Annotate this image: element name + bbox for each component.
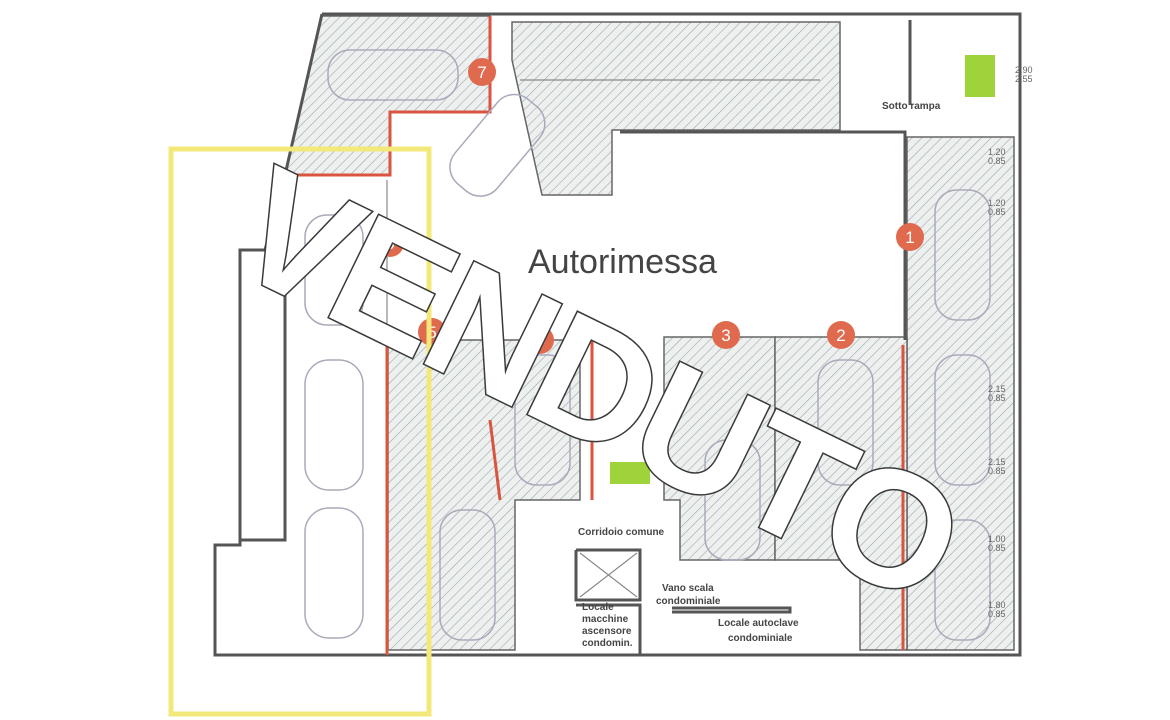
lift-cross-2 <box>579 552 638 598</box>
slot-marker-3: 3 <box>712 321 740 349</box>
svg-text:0.85: 0.85 <box>988 156 1006 166</box>
slot-marker-4: 4 <box>526 326 554 354</box>
green-marker <box>965 55 995 97</box>
svg-text:6: 6 <box>385 234 394 253</box>
label-vano-scala-1: Vano scala <box>662 583 714 594</box>
svg-text:7: 7 <box>477 63 486 82</box>
dimension-labels: 2.902.55 1.200.85 1.200.85 2.150.85 2.15… <box>988 65 1033 619</box>
svg-text:2.55: 2.55 <box>1015 74 1033 84</box>
label-corridoio: Corridoio comune <box>578 527 665 538</box>
slot-marker-6: 6 <box>376 229 404 257</box>
svg-text:5: 5 <box>427 323 436 342</box>
svg-text:1.00: 1.00 <box>988 534 1006 544</box>
svg-text:1.80: 1.80 <box>988 600 1006 610</box>
slot-boundary <box>488 419 502 501</box>
slot-marker-1: 1 <box>896 223 924 251</box>
svg-text:1: 1 <box>905 228 914 247</box>
autoclave-wall <box>672 606 792 614</box>
svg-text:3: 3 <box>721 326 730 345</box>
label-autoclave-1: Locale autoclave <box>718 618 799 629</box>
svg-text:0.85: 0.85 <box>988 466 1006 476</box>
label-macchine-4: condomin. <box>582 638 633 649</box>
inner-wall-top <box>620 130 907 340</box>
slot-marker-2: 2 <box>827 321 855 349</box>
outer-wall <box>213 12 1022 657</box>
label-vano-scala-2: condominiale <box>656 596 721 607</box>
svg-text:0.85: 0.85 <box>988 543 1006 553</box>
green-marker <box>610 462 650 484</box>
slot-marker-7: 7 <box>468 58 496 86</box>
svg-text:2.15: 2.15 <box>988 457 1006 467</box>
svg-text:2.90: 2.90 <box>1015 65 1033 75</box>
svg-text:1.20: 1.20 <box>988 198 1006 208</box>
label-sotto-rampa: Sotto rampa <box>882 101 941 112</box>
svg-text:2: 2 <box>836 326 845 345</box>
label-macchine-3: ascensore <box>582 626 632 637</box>
machine-room-wall <box>576 603 642 655</box>
slot-marker-5: 5 <box>418 318 446 346</box>
highlight-frame <box>168 146 432 717</box>
svg-text:0.85: 0.85 <box>988 609 1006 619</box>
svg-text:1.20: 1.20 <box>988 147 1006 157</box>
slot-4-5-area <box>387 339 581 651</box>
svg-text:0.85: 0.85 <box>988 207 1006 217</box>
car-icons <box>304 49 991 641</box>
label-macchine-2: macchine <box>582 614 629 625</box>
label-macchine-1: Locale <box>582 602 614 613</box>
inner-wall-mid <box>240 290 287 542</box>
slot-2-area <box>774 336 908 651</box>
plan-title: Autorimessa <box>528 243 717 281</box>
svg-text:4: 4 <box>535 331 544 350</box>
svg-text:0.85: 0.85 <box>988 393 1006 403</box>
stair-wall <box>574 548 642 602</box>
svg-text:2.15: 2.15 <box>988 384 1006 394</box>
label-autoclave-2: condominiale <box>728 633 793 644</box>
ramp-area <box>511 21 841 196</box>
